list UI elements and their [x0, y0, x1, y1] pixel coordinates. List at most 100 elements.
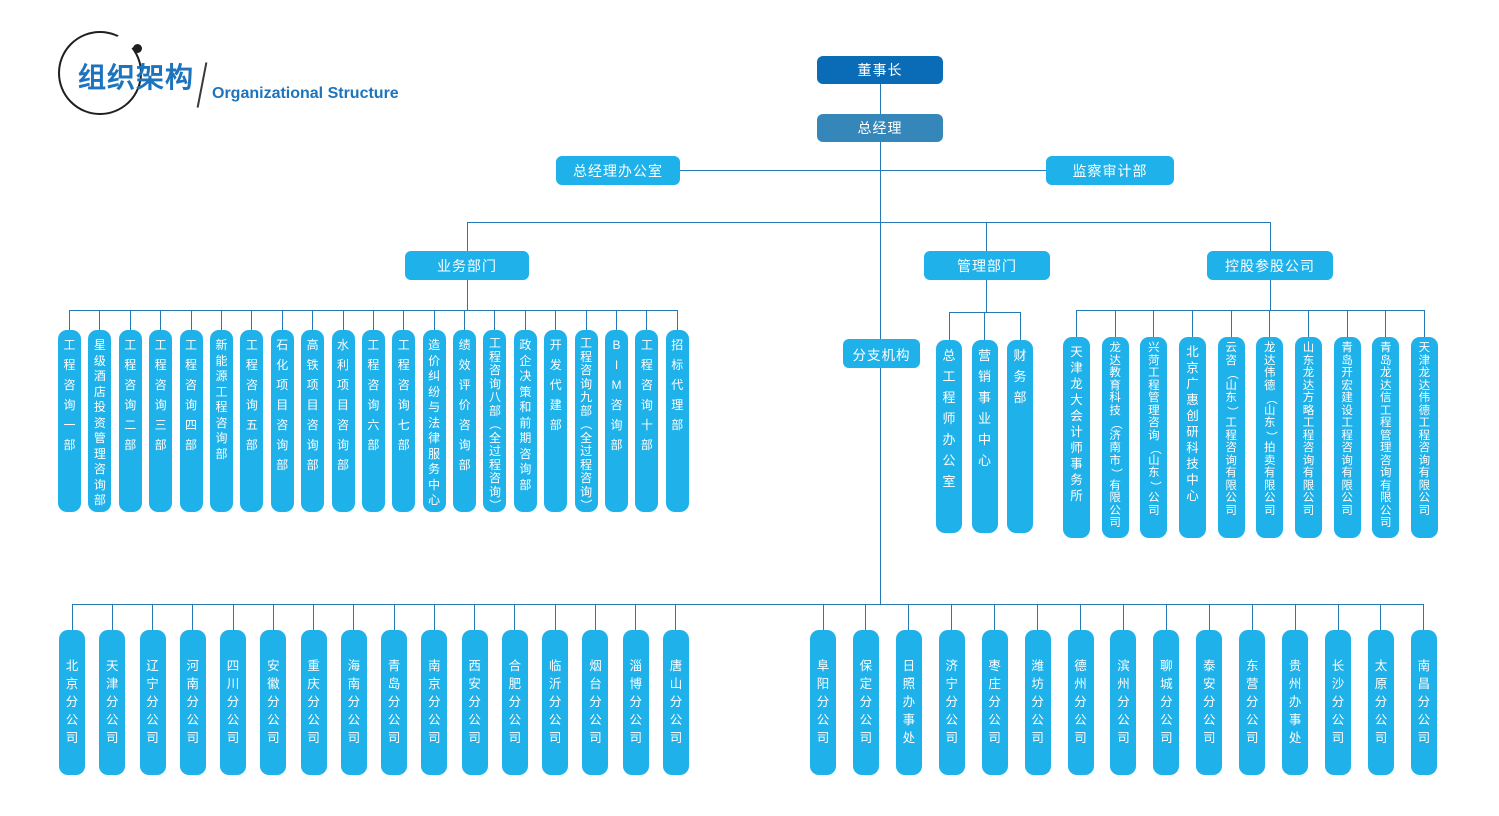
org-column: 合肥分公司: [501, 604, 528, 775]
connector-line: [880, 142, 881, 340]
org-column: 辽宁分公司: [139, 604, 166, 775]
org-column: 太原分公司: [1367, 604, 1394, 775]
connector-stub: [1114, 310, 1116, 337]
org-column: 安徽分公司: [260, 604, 287, 775]
connector-stub: [635, 604, 637, 630]
title-slash-divider: [196, 62, 208, 108]
org-box: 安徽分公司: [260, 630, 287, 775]
org-column: 开发代建部: [544, 310, 568, 512]
org-column: 高铁项目咨询部: [301, 310, 325, 512]
connector-stub: [129, 310, 131, 330]
connector-stub: [313, 604, 315, 630]
org-column: 工程咨询九部（全过程咨询）: [574, 310, 598, 512]
org-box: 临沂分公司: [542, 630, 569, 775]
connector-stub: [71, 604, 73, 630]
org-column: 天津分公司: [99, 604, 126, 775]
org-column: 石化项目咨询部: [270, 310, 294, 512]
org-box: 星级酒店投资管理咨询部: [88, 330, 112, 512]
node-management-depts: 管理部门: [924, 251, 1050, 280]
connector-stub: [994, 604, 996, 630]
connector-line: [1270, 280, 1271, 310]
org-column: 唐山分公司: [662, 604, 689, 775]
circle-dot-icon: [133, 44, 142, 53]
org-column: 青岛龙达信工程管理咨询有限公司: [1372, 310, 1400, 538]
connector-line: [880, 368, 881, 604]
org-box: 潍坊分公司: [1024, 630, 1051, 775]
org-column: 云咨（山东）工程咨询有限公司: [1217, 310, 1245, 538]
org-box: 德州分公司: [1067, 630, 1094, 775]
connector-stub: [403, 310, 405, 330]
org-column: 龙达教育科技（济南市）有限公司: [1101, 310, 1129, 538]
connector-stub: [1037, 604, 1039, 630]
org-box: 龙达教育科技（济南市）有限公司: [1101, 337, 1129, 538]
connector-stub: [474, 604, 476, 630]
org-column: 天津龙大会计师事务所: [1063, 310, 1090, 538]
org-box: 工程咨询一部: [58, 330, 81, 512]
org-column: 青岛开宏建设工程咨询有限公司: [1333, 310, 1361, 538]
org-column: 兴菏工程管理咨询（山东）公司: [1140, 310, 1168, 538]
connector-stub: [160, 310, 162, 330]
connector-line: [880, 84, 881, 114]
org-box: 东营分公司: [1239, 630, 1266, 775]
org-column: 济宁分公司: [938, 604, 965, 775]
org-column: 北京分公司: [59, 604, 85, 775]
org-box: 总工程师办公室: [936, 340, 962, 533]
org-box: 龙达伟德（山东）拍卖有限公司: [1256, 337, 1284, 538]
connector-line: [467, 280, 468, 310]
org-box: 青岛龙达信工程管理咨询有限公司: [1372, 337, 1400, 538]
connector-stub: [433, 310, 435, 330]
org-column: 营销事业中心: [971, 312, 998, 533]
org-box: 滨州分公司: [1110, 630, 1137, 775]
org-column: 工程咨询一部: [58, 310, 81, 512]
org-box: 北京广惠创研科技中心: [1178, 337, 1206, 538]
org-box: 工程咨询十部: [635, 330, 659, 512]
org-column: 阜阳分公司: [810, 604, 836, 775]
node-audit-dept: 监察审计部: [1046, 156, 1174, 185]
org-box: 海南分公司: [340, 630, 367, 775]
org-box: 造价纠纷与法律服务中心: [422, 330, 446, 512]
connector-stub: [594, 604, 596, 630]
org-column: 聊城分公司: [1153, 604, 1180, 775]
connector-stub: [1385, 310, 1387, 337]
connector-stub: [984, 312, 985, 340]
connector-stub: [908, 604, 910, 630]
connector-stub: [1153, 310, 1155, 337]
connector-stub: [524, 310, 526, 330]
connector-stub: [1208, 604, 1210, 630]
org-column: 山东龙达方略工程咨询有限公司: [1294, 310, 1322, 538]
connector-stub: [1269, 310, 1271, 337]
org-column: 政企决策和前期咨询部: [513, 310, 537, 512]
org-box: 云咨（山东）工程咨询有限公司: [1217, 337, 1245, 538]
org-box: 南京分公司: [421, 630, 448, 775]
page-title-english: Organizational Structure: [212, 85, 399, 102]
connector-line: [986, 222, 987, 251]
branch-offices-left-group: 北京分公司天津分公司辽宁分公司河南分公司四川分公司安徽分公司重庆分公司海南分公司…: [59, 604, 689, 775]
org-column: 造价纠纷与法律服务中心: [422, 310, 446, 512]
connector-stub: [1423, 310, 1425, 337]
org-column: 长沙分公司: [1325, 604, 1352, 775]
org-box: 淄博分公司: [622, 630, 649, 775]
org-box: 工程咨询二部: [118, 330, 142, 512]
connector-stub: [220, 310, 222, 330]
node-business-depts: 业务部门: [405, 251, 529, 280]
connector-stub: [555, 310, 557, 330]
node-chairman: 董事长: [817, 56, 943, 84]
org-box: 保定分公司: [852, 630, 879, 775]
org-column: 重庆分公司: [300, 604, 327, 775]
org-column: 西安分公司: [461, 604, 488, 775]
connector-stub: [464, 310, 466, 330]
connector-stub: [1230, 310, 1232, 337]
connector-stub: [1251, 604, 1253, 630]
branch-offices-right-group: 阜阳分公司保定分公司日照办事处济宁分公司枣庄分公司潍坊分公司德州分公司滨州分公司…: [810, 604, 1437, 775]
business-departments-group: 工程咨询一部星级酒店投资管理咨询部工程咨询二部工程咨询三部工程咨询四部新能源工程…: [58, 310, 689, 512]
org-column: 绩效评价咨询部: [453, 310, 477, 512]
org-box: 工程咨询五部: [240, 330, 264, 512]
org-box: 合肥分公司: [501, 630, 528, 775]
org-column: 潍坊分公司: [1024, 604, 1051, 775]
org-box: 南昌分公司: [1410, 630, 1437, 775]
org-box: 财务部: [1007, 340, 1033, 533]
org-column: 工程咨询十部: [635, 310, 659, 512]
org-column: 招标代理部: [665, 310, 689, 512]
org-box: 工程咨询六部: [361, 330, 385, 512]
